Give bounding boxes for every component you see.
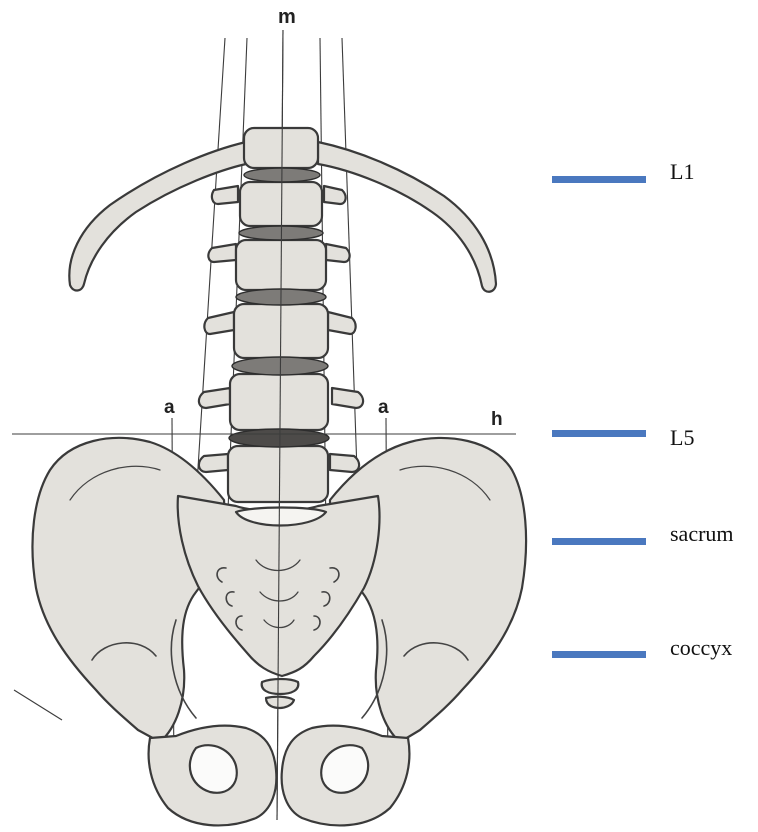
left-rib (69, 142, 246, 291)
marker-L5 (552, 430, 646, 437)
left-ilium (32, 438, 226, 742)
coccyx (262, 679, 299, 708)
marker-L1 (552, 176, 646, 183)
marker-coccyx (552, 651, 646, 658)
letter-a-right: a (378, 397, 389, 418)
line-right-outer (342, 38, 358, 500)
vertebra-L1 (244, 128, 318, 168)
legend-label-sacrum: sacrum (670, 521, 734, 546)
legend-label-L1: L1 (670, 159, 694, 184)
diagonal-edge-mark (14, 690, 62, 720)
letter-a-left: a (164, 397, 175, 418)
legend-label-coccyx: coccyx (670, 635, 732, 660)
letter-h: h (491, 409, 503, 430)
marker-sacrum (552, 538, 646, 545)
legend: L1 L5 sacrum coccyx (552, 159, 734, 660)
line-left-outer (196, 38, 225, 500)
vertebra-L2 (240, 182, 322, 226)
disc-L5-S1 (229, 429, 329, 447)
letter-m: m (278, 6, 296, 28)
vertebra-S1-body (228, 446, 328, 502)
vertebra-L5 (230, 374, 328, 430)
right-rib (318, 142, 496, 292)
legend-label-L5: L5 (670, 425, 694, 450)
